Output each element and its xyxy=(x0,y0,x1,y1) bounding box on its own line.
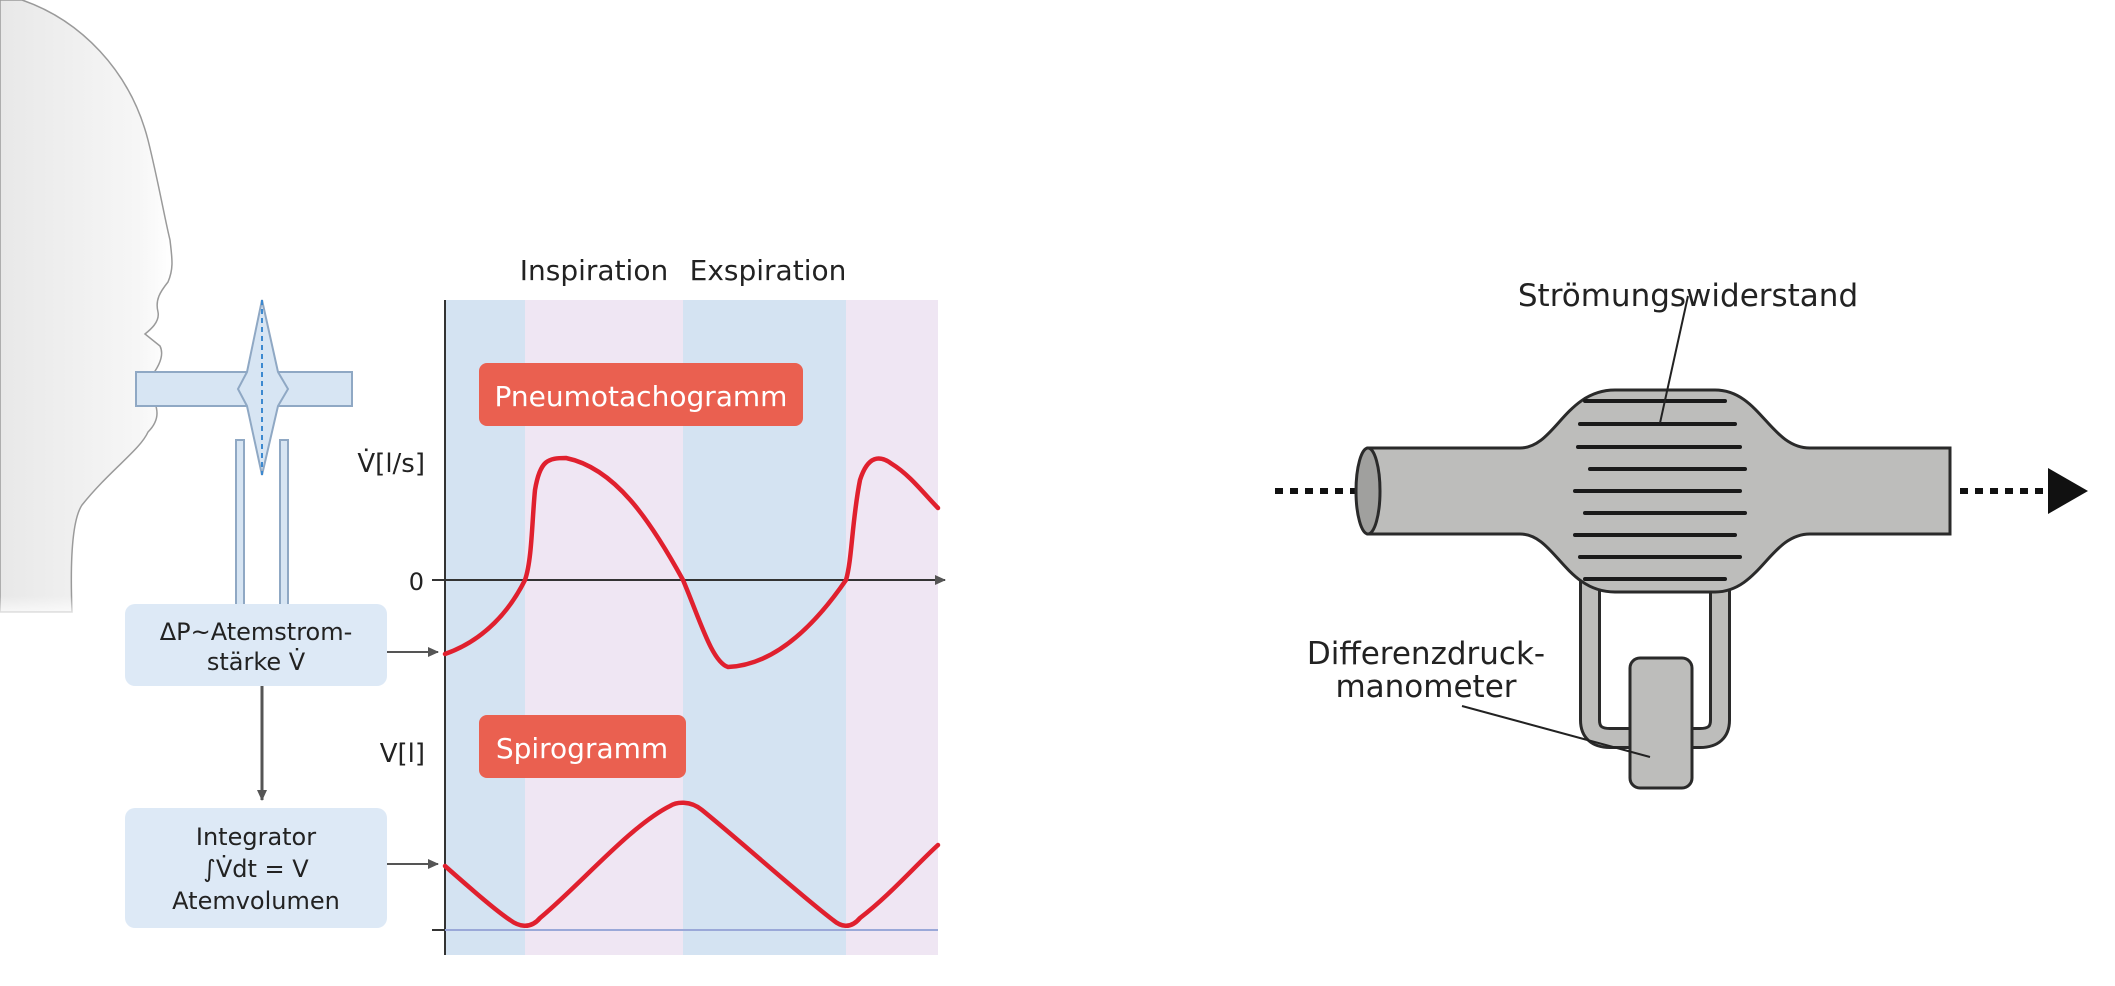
integrator-box-line1: Integrator xyxy=(196,823,316,851)
pneumotachogram-badge: Pneumotachogramm xyxy=(479,363,803,426)
integrator-box-line2: ∫V̇dt = V xyxy=(203,855,309,883)
pressure-box: ΔP~Atemstrom- stärke V̇ xyxy=(125,604,387,686)
pneumotach-tube xyxy=(135,299,353,611)
pneumotachograph-device xyxy=(1354,388,1952,790)
volume-axis-label: V[l] xyxy=(380,739,425,769)
manometer-body xyxy=(1628,656,1694,790)
manometer-pointer xyxy=(1461,705,1651,758)
expiration-band xyxy=(846,300,938,955)
face-profile xyxy=(0,0,173,620)
resistance-label: Strömungswiderstand xyxy=(1518,278,1858,314)
spirogram-badge-label: Spirogramm xyxy=(496,732,668,765)
integrator-box: Integrator ∫V̇dt = V Atemvolumen xyxy=(125,808,387,928)
pressure-box-line1: ΔP~Atemstrom- xyxy=(160,618,353,646)
pressure-box-line2: stärke V̇ xyxy=(207,648,306,676)
manometer-label-line2: manometer xyxy=(1335,669,1516,705)
integrator-box-line3: Atemvolumen xyxy=(172,887,340,915)
flow-axis-label: V̇[l/s] xyxy=(357,447,425,479)
zero-label: 0 xyxy=(409,568,424,596)
phase-label-expiration: Exspiration xyxy=(690,254,847,287)
manometer-label-line1: Differenzdruck- xyxy=(1307,636,1545,672)
pneumotachogram-curve xyxy=(442,455,941,670)
phase-label-inspiration: Inspiration xyxy=(520,254,668,287)
spirogram-curve xyxy=(442,800,941,928)
inlet-opening xyxy=(1354,446,1382,536)
pneumotachogram-badge-label: Pneumotachogramm xyxy=(495,380,788,413)
spirogram-badge: Spirogramm xyxy=(479,715,686,778)
resistance-pointer xyxy=(1659,295,1689,424)
resistance-lamellae xyxy=(1573,399,1747,581)
